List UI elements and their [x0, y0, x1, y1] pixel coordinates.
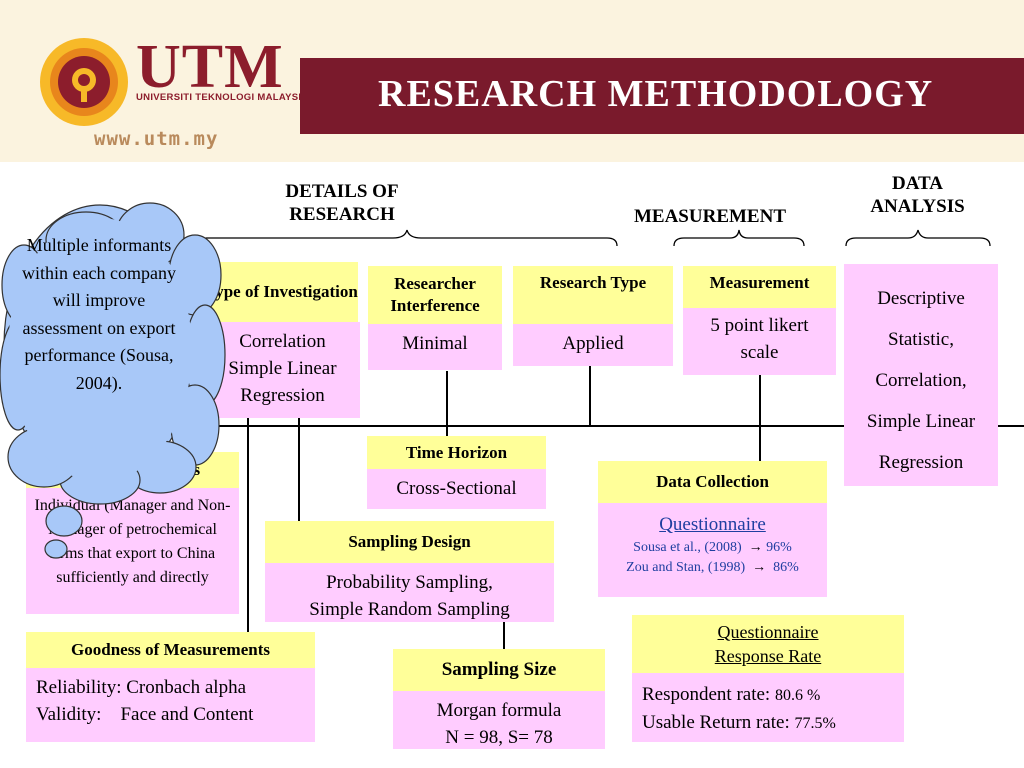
ref-row-sousa: Sousa et al., (2008) → 96% — [598, 538, 827, 558]
connector-researcher — [446, 371, 448, 437]
connector-research-type — [589, 366, 591, 426]
ref-value-zou: 86% — [773, 560, 799, 575]
brace-measurement — [672, 228, 806, 248]
research-type-body: Applied — [513, 324, 673, 366]
connector-measurement — [759, 375, 761, 461]
heading-details-of-research: DETAILS OF RESEARCH — [262, 180, 422, 226]
goodness-body: Reliability: Cronbach alpha Validity: Fa… — [26, 668, 315, 742]
ref-source-zou: Zou and Stan, (1998) — [626, 560, 745, 575]
usable-rate-value: 77.5% — [794, 715, 835, 732]
response-rate-title: Questionnaire Response Rate — [632, 615, 904, 673]
data-collection-title: Data Collection — [598, 461, 827, 503]
goodness-line1: Reliability: Cronbach alpha — [36, 674, 305, 701]
data-collection-body: Questionnaire Sousa et al., (2008) → 96%… — [598, 503, 827, 597]
researcher-interference-body: Minimal — [368, 324, 502, 370]
time-horizon-title: Time Horizon — [367, 436, 546, 469]
arrow-icon: → — [749, 560, 770, 575]
arrow-icon: → — [745, 540, 763, 555]
sampling-size-body: Morgan formula N = 98, S= 78 — [393, 691, 605, 749]
response-rate-body: Respondent rate: 80.6 % Usable Return ra… — [632, 673, 904, 742]
ref-row-zou: Zou and Stan, (1998) → 86% — [598, 558, 827, 578]
respondent-rate-value: 80.6 % — [775, 687, 820, 704]
heading-measurement: MEASUREMENT — [610, 205, 810, 228]
connector-sampling-size — [503, 622, 505, 649]
response-rate-title-line2: Response Rate — [715, 644, 821, 668]
utm-logo-subtitle: UNIVERSITI TEKNOLOGI MALAYSIA — [136, 92, 309, 103]
respondent-rate-label: Respondent rate: — [642, 684, 770, 705]
sampling-size-title: Sampling Size — [393, 649, 605, 691]
callout-text: Multiple informants within each company … — [14, 232, 184, 397]
researcher-interference-title: Researcher Interference — [368, 266, 502, 324]
measurement-title: Measurement — [683, 266, 836, 308]
research-type-title: Research Type — [513, 266, 673, 324]
goodness-title: Goodness of Measurements — [26, 632, 315, 668]
sampling-design-title: Sampling Design — [265, 521, 554, 563]
heading-data-analysis: DATA ANALYSIS — [845, 172, 990, 218]
sampling-size-line2: N = 98, S= 78 — [393, 724, 605, 751]
usable-rate-row: Usable Return rate: 77.5% — [642, 709, 894, 737]
goodness-line2: Validity: Face and Content — [36, 701, 305, 728]
sampling-design-line1: Probability Sampling, — [265, 569, 554, 596]
page-title: RESEARCH METHODOLOGY — [378, 72, 933, 116]
site-url: www.utm.my — [94, 128, 218, 150]
ref-source-sousa: Sousa et al., (2008) — [633, 540, 741, 555]
sampling-design-line2: Simple Random Sampling — [265, 596, 554, 623]
respondent-rate-row: Respondent rate: 80.6 % — [642, 681, 894, 709]
brace-details — [195, 228, 620, 248]
usable-rate-label: Usable Return rate: — [642, 712, 790, 733]
ref-value-sousa: 96% — [766, 540, 792, 555]
connector-type-investigation — [247, 418, 249, 638]
sampling-size-line1: Morgan formula — [393, 697, 605, 724]
utm-logo-text: UTM — [136, 36, 284, 98]
time-horizon-body: Cross-Sectional — [367, 469, 546, 509]
data-analysis-body: Descriptive Statistic, Correlation, Simp… — [844, 264, 998, 486]
data-collection-questionnaire: Questionnaire — [598, 511, 827, 538]
brace-data-analysis — [844, 228, 992, 248]
measurement-body: 5 point likert scale — [683, 308, 836, 375]
response-rate-title-line1: Questionnaire — [718, 620, 819, 644]
sampling-design-body: Probability Sampling, Simple Random Samp… — [265, 563, 554, 622]
utm-seal-logo — [38, 36, 130, 128]
connector-sampling-design — [298, 418, 300, 522]
